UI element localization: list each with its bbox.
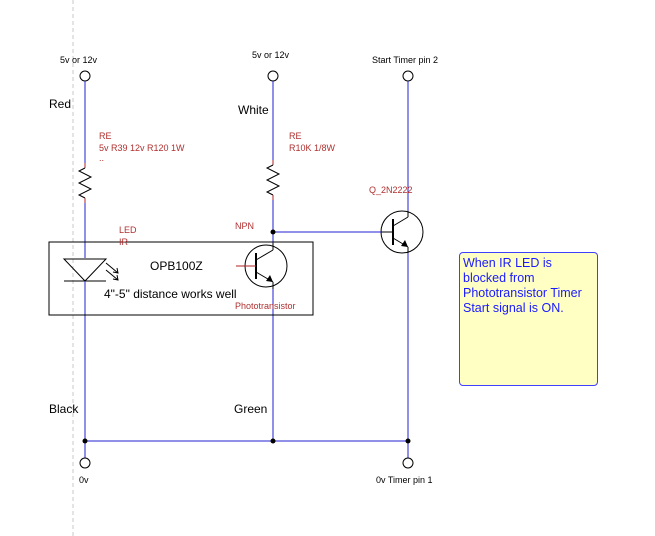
resistor-middle-value: R10K 1/8W (289, 143, 336, 153)
npn-label: NPN (235, 221, 254, 231)
wire-label-red: Red (49, 97, 71, 111)
resistor-middle-ref: RE (289, 131, 302, 141)
junction-dot (270, 229, 276, 235)
right-branch (380, 70, 424, 469)
sensor-part-label: OPB100Z (150, 259, 203, 273)
terminal-label-left-top: 5v or 12v (60, 55, 98, 65)
wire-label-green: Green (234, 402, 267, 416)
transistor-ref: Q_2N2222 (369, 185, 413, 195)
opb100z-package[interactable] (48, 241, 314, 316)
led-label-2: IR (119, 237, 129, 247)
terminal-label-right-bottom: 0v Timer pin 1 (376, 475, 433, 485)
left-branch (62, 70, 119, 469)
led-label-1: LED (119, 225, 137, 235)
resistor-left-ref: RE (99, 131, 112, 141)
ir-led[interactable] (62, 258, 119, 282)
resistor-middle[interactable] (265, 164, 281, 196)
resistor-left-extra: .. (99, 153, 104, 163)
terminal-label-right-top: Start Timer pin 2 (372, 55, 438, 65)
terminal-label-left-bottom: 0v (79, 475, 89, 485)
terminal-right-bottom[interactable] (402, 457, 414, 469)
terminal-right-top[interactable] (402, 70, 414, 82)
wire-label-white: White (238, 103, 269, 117)
wire-label-black: Black (49, 402, 79, 416)
terminal-label-middle-top: 5v or 12v (252, 50, 290, 60)
resistor-left-value: 5v R39 12v R120 1W (99, 143, 185, 153)
sensor-distance-note: 4"-5" distance works well (104, 287, 237, 301)
junction-dot (270, 438, 276, 444)
terminal-middle-top[interactable] (267, 70, 279, 82)
annotation-note: When IR LED is blocked from Phototransis… (459, 252, 598, 386)
phototransistor-label: Phototransistor (235, 301, 296, 311)
transistor-q2n2222[interactable] (380, 210, 424, 254)
terminal-left-bottom[interactable] (79, 457, 91, 469)
resistor-left[interactable] (77, 167, 93, 199)
middle-branch (236, 70, 288, 441)
junction-dot (82, 438, 88, 444)
junction-dot (405, 438, 411, 444)
phototransistor[interactable] (236, 243, 288, 289)
terminal-left-top[interactable] (79, 70, 91, 82)
